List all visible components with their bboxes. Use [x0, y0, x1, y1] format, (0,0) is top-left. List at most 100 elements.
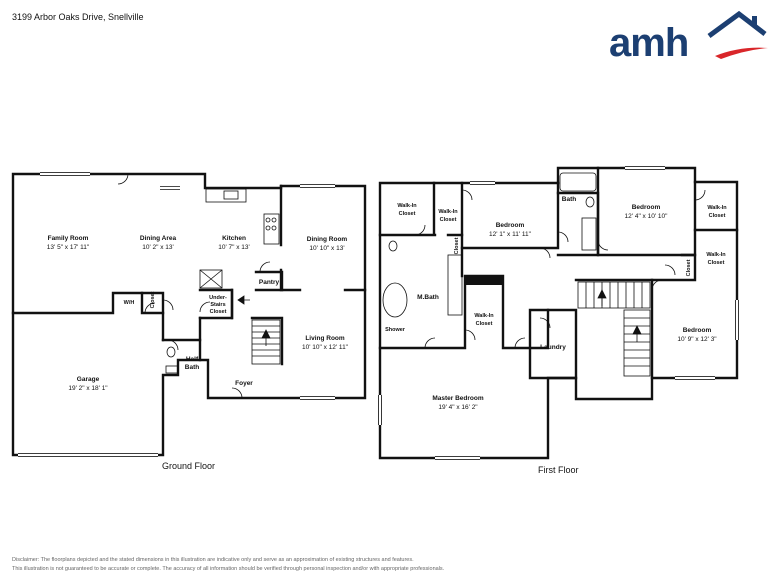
door-swing [464, 329, 476, 341]
kitchen-sink-icon [223, 190, 239, 200]
ground-floor-label: Ground Floor [162, 461, 216, 471]
mbath-wall [378, 274, 550, 350]
door-swing [514, 337, 526, 349]
disclaimer-line-1: Disclaimer: The floorplans depicted and … [12, 557, 414, 563]
walkin-closet-a-wall [378, 181, 437, 237]
laundry-name: Laundry [540, 344, 566, 351]
door-swing [539, 317, 551, 329]
under-stairs-closet-line1: Under- [209, 295, 227, 301]
closet-small-a-name: Closet [454, 237, 460, 254]
kitchen-dims: 10' 7" x 13' [218, 244, 250, 251]
amh-logo: amh [609, 10, 768, 62]
half-bath-line1: Half [186, 356, 199, 363]
bath-vanity-icon [581, 217, 597, 251]
half-bath-line2: Bath [185, 364, 199, 371]
wh-name: W/H [124, 300, 135, 306]
bedroom-3-dims: 10' 9" x 12' 3" [677, 336, 717, 343]
bedroom-2-wall [596, 166, 697, 257]
dining-room-name: Dining Room [307, 236, 348, 243]
house-chimney-icon [752, 16, 757, 27]
living-room-name: Living Room [305, 335, 345, 342]
door-swing [117, 173, 129, 185]
door-swing [664, 264, 676, 276]
half-bath-sink-icon [165, 365, 179, 374]
walkin-closet-a-line2: Closet [399, 211, 416, 217]
under-stairs-arrow-icon [237, 295, 250, 305]
property-address: 3199 Arbor Oaks Drive, Snellville [12, 12, 144, 22]
mbath-toilet-icon [388, 240, 398, 252]
walkin-closet-d-line2: Closet [708, 260, 725, 266]
bedroom-1-wall [460, 181, 560, 250]
dining-area-dims: 10' 2" x 13' [142, 244, 174, 251]
chase-block [465, 276, 503, 285]
under-stairs-closet-line2: Stairs [210, 302, 225, 308]
family-room-name: Family Room [48, 235, 89, 242]
dining-area-name: Dining Area [140, 235, 177, 242]
family-room-dims: 13' 5" x 17' 11" [47, 244, 90, 251]
walkin-closet-c-line1: Walk-In [707, 205, 727, 211]
door-swing [461, 189, 473, 201]
house-swoosh-icon [715, 47, 768, 59]
door-swing [231, 387, 243, 399]
garage-dims: 19' 2" x 18' 1" [68, 385, 108, 392]
fridge-cross-icon [199, 269, 223, 289]
walkin-closet-b-line1: Walk-In [438, 209, 458, 215]
stair-up-arrow-icon [261, 329, 271, 346]
door-swing [162, 299, 174, 311]
bedroom-1-name: Bedroom [496, 222, 525, 229]
first-stair-arrow-icon [597, 289, 607, 306]
garage-top-wall [11, 291, 165, 342]
bathtub-icon [559, 172, 597, 192]
foyer-name: Foyer [235, 380, 253, 387]
fridge-icon [199, 269, 223, 289]
ground-stairs [251, 319, 281, 365]
walkin-closet-e-line1: Walk-In [474, 313, 494, 319]
laundry-wall [528, 308, 578, 380]
stove-burner-icon [265, 217, 271, 223]
first-stairs-a [577, 281, 651, 309]
bedroom-3-name: Bedroom [683, 327, 712, 334]
kitchen-counter-right [263, 213, 280, 245]
door-swing [597, 239, 609, 251]
walkin-closet-e-line2: Closet [476, 321, 493, 327]
first-floor-label: First Floor [538, 465, 579, 475]
wh-closet-wall [140, 291, 165, 315]
bedroom-2-name: Bedroom [632, 204, 661, 211]
kitchen-counter-top [205, 188, 247, 203]
bedroom-2-dims: 12' 4" x 10' 10" [625, 213, 669, 220]
door-swing [259, 261, 271, 273]
under-stairs-closet-line3: Closet [210, 309, 227, 315]
stair-wall [198, 288, 284, 366]
garage-name: Garage [77, 376, 100, 383]
door-swing [424, 337, 436, 349]
walkin-closet-c-line2: Closet [709, 213, 726, 219]
mbath-vanity-icon [447, 254, 463, 316]
bath-name: Bath [562, 196, 576, 203]
ground-floor-outer-wall [11, 172, 367, 457]
dining-room-wall [279, 184, 367, 292]
kitchen-name: Kitchen [222, 235, 246, 242]
first-stairs-a-treads [585, 282, 643, 308]
closet-small-wall [650, 253, 697, 380]
door-swing [199, 301, 211, 313]
bath-toilet-icon [585, 196, 595, 208]
half-bath-toilet-icon [166, 346, 176, 358]
disclaimer-line-2: This illustration is not guaranteed to b… [12, 566, 445, 572]
mbath-tub-icon [382, 282, 408, 318]
closet-small-b-name: Closet [686, 259, 692, 276]
door-swing [167, 339, 179, 351]
first-stairs-b [623, 309, 651, 377]
door-swing [694, 189, 706, 201]
first-stair-arrow-icon [632, 325, 642, 342]
walkin-closet-d-line1: Walk-In [706, 252, 726, 258]
dining-room-dims: 10' 10" x 13' [309, 245, 344, 252]
closet-name: Closet [150, 291, 156, 308]
door-swing [539, 247, 551, 259]
house-roof-icon [707, 10, 767, 39]
stove-burner-icon [265, 225, 271, 231]
stove-burner-icon [271, 225, 277, 231]
bedroom-1-dims: 12' 1" x 11' 11" [489, 231, 532, 238]
master-bedroom-dims: 19' 4" x 16' 2" [438, 404, 478, 411]
pantry-name: Pantry [259, 279, 280, 286]
stove-burner-icon [271, 217, 277, 223]
